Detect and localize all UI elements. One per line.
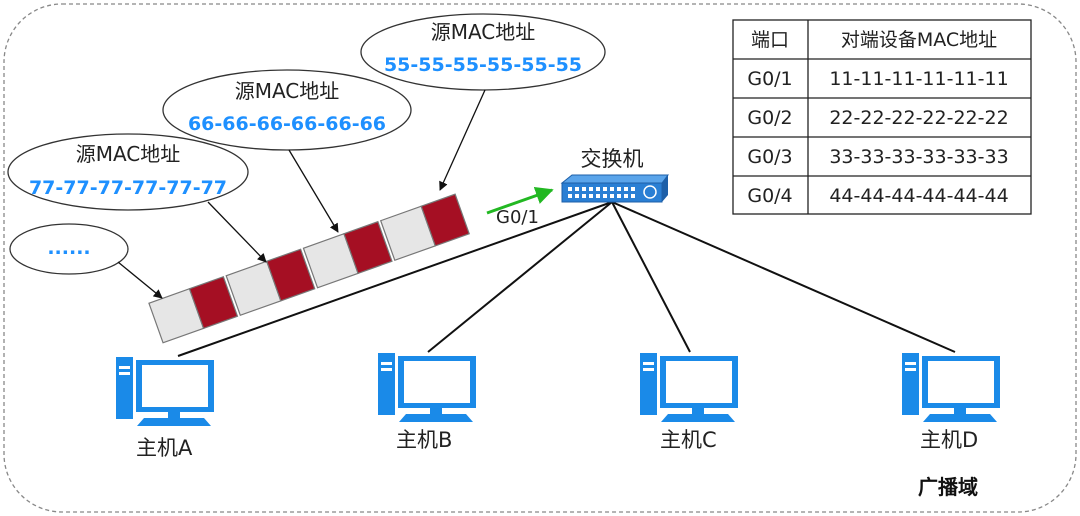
frame-4-header bbox=[420, 193, 470, 247]
switch: 交换机 bbox=[560, 147, 669, 203]
network-links bbox=[177, 201, 956, 357]
switch-label: 交换机 bbox=[581, 147, 644, 171]
table-cell-mac: 33-33-33-33-33-33 bbox=[829, 146, 1008, 168]
frame-3-header bbox=[343, 220, 393, 275]
callout-1: 源MAC地址 55-55-55-55-55-55 bbox=[360, 13, 606, 91]
computer-icon bbox=[378, 353, 476, 422]
table-cell-port: G0/2 bbox=[747, 107, 792, 129]
broadcast-domain-boundary bbox=[3, 3, 1077, 513]
callout-3-mac: 77-77-77-77-77-77 bbox=[29, 177, 227, 199]
host-a: 主机A bbox=[116, 357, 214, 460]
frame-4 bbox=[379, 193, 470, 262]
mac-address-table: 端口 对端设备MAC地址 G0/1 11-11-11-11-11-11 G0/2… bbox=[732, 19, 1032, 215]
host-b-label: 主机B bbox=[396, 428, 452, 452]
host-d-label: 主机D bbox=[920, 428, 978, 452]
host-c-label: 主机C bbox=[660, 428, 717, 452]
callout-1-mac: 55-55-55-55-55-55 bbox=[384, 54, 582, 76]
link-host-b bbox=[427, 201, 613, 353]
pointer-2 bbox=[288, 149, 339, 233]
callout-4-mac: ...... bbox=[47, 237, 90, 259]
broadcast-domain-label: 广播域 bbox=[918, 475, 978, 499]
pointer-4 bbox=[117, 261, 163, 299]
frame-1-header bbox=[188, 275, 239, 330]
callout-3-title: 源MAC地址 bbox=[76, 142, 181, 166]
host-a-label: 主机A bbox=[136, 436, 193, 460]
callout-3: 源MAC地址 77-77-77-77-77-77 bbox=[7, 133, 249, 211]
ingress-arrow bbox=[486, 186, 554, 215]
computer-icon bbox=[116, 357, 214, 426]
port-label: G0/1 bbox=[496, 207, 539, 228]
callout-2-title: 源MAC地址 bbox=[235, 79, 340, 103]
switch-icon bbox=[560, 174, 669, 203]
host-c: 主机C bbox=[640, 353, 738, 452]
pointer-1 bbox=[439, 89, 486, 191]
callout-2-mac: 66-66-66-66-66-66 bbox=[188, 113, 386, 135]
pointer-3 bbox=[207, 201, 267, 263]
table-cell-port: G0/1 bbox=[747, 68, 792, 90]
table-cell-mac: 11-11-11-11-11-11 bbox=[829, 68, 1008, 90]
callout-1-title: 源MAC地址 bbox=[431, 20, 536, 44]
table-header-port: 端口 bbox=[751, 29, 789, 51]
computer-icon bbox=[902, 353, 1000, 422]
table-header-mac: 对端设备MAC地址 bbox=[841, 29, 997, 51]
table-cell-port: G0/3 bbox=[747, 146, 792, 168]
frame-2 bbox=[225, 248, 316, 317]
table-cell-mac: 44-44-44-44-44-44 bbox=[829, 185, 1008, 207]
link-host-c bbox=[611, 201, 691, 353]
table-cell-mac: 22-22-22-22-22-22 bbox=[829, 107, 1008, 129]
table-cell-port: G0/4 bbox=[747, 185, 792, 207]
frame-3 bbox=[302, 220, 393, 289]
link-host-a bbox=[177, 201, 613, 357]
host-b: 主机B bbox=[378, 353, 476, 452]
frame-strip bbox=[148, 193, 470, 344]
frame-2-header bbox=[265, 248, 316, 302]
link-host-d bbox=[611, 201, 956, 353]
frame-1 bbox=[148, 275, 239, 344]
callout-2: 源MAC地址 66-66-66-66-66-66 bbox=[162, 69, 412, 151]
computer-icon bbox=[640, 353, 738, 422]
host-d: 主机D bbox=[902, 353, 1000, 452]
callout-4: ...... bbox=[9, 223, 129, 275]
callout-pointers bbox=[117, 89, 486, 299]
